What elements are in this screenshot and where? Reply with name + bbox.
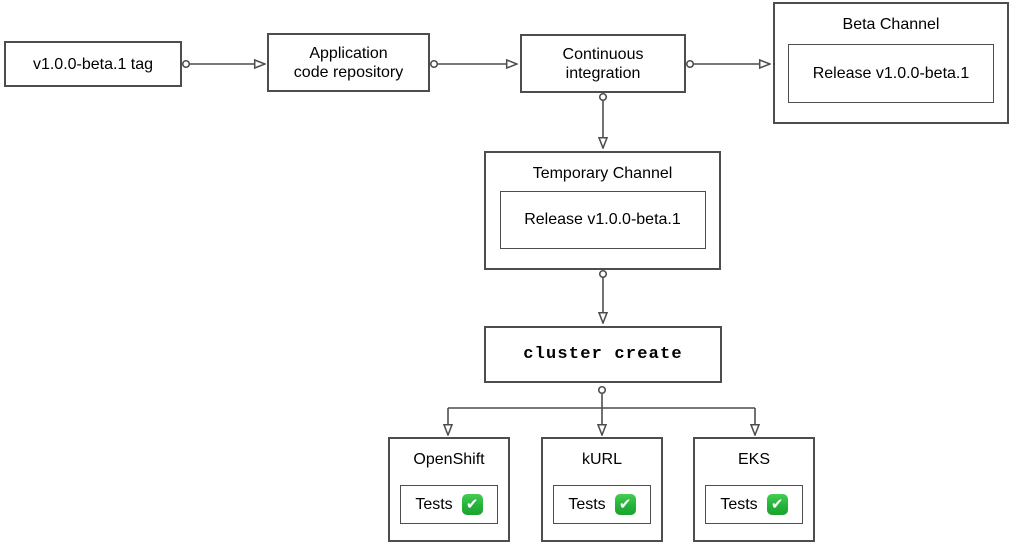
node-openshift-tests: Tests ✔ — [400, 485, 498, 524]
node-continuous-integration-label: Continuous integration — [562, 45, 644, 82]
node-kurl: kURL Tests ✔ — [541, 437, 663, 542]
openshift-title: OpenShift — [413, 451, 485, 468]
openshift-tests-label: Tests — [415, 495, 453, 513]
beta-channel-title: Beta Channel — [842, 16, 940, 33]
temporary-channel-title: Temporary Channel — [532, 165, 673, 182]
node-cluster-create-label: cluster create — [523, 345, 683, 364]
eks-title: EKS — [737, 451, 770, 468]
node-version-tag-label: v1.0.0-beta.1 tag — [32, 55, 154, 73]
kurl-tests-label: Tests — [568, 495, 606, 513]
node-temporary-channel: Temporary Channel Release v1.0.0-beta.1 — [484, 151, 721, 270]
temporary-release-label: Release v1.0.0-beta.1 — [524, 211, 681, 228]
node-continuous-integration: Continuous integration — [520, 34, 686, 93]
node-version-tag: v1.0.0-beta.1 tag — [4, 41, 182, 87]
node-eks: EKS Tests ✔ — [693, 437, 815, 542]
kurl-title: kURL — [581, 451, 622, 468]
eks-tests-label: Tests — [720, 495, 758, 513]
node-beta-channel: Beta Channel Release v1.0.0-beta.1 — [773, 2, 1009, 124]
check-icon: ✔ — [766, 494, 788, 515]
node-app-code-repository: Application code repository — [267, 33, 430, 92]
node-cluster-create: cluster create — [484, 326, 722, 383]
node-eks-tests: Tests ✔ — [705, 485, 803, 524]
node-openshift: OpenShift Tests ✔ — [388, 437, 510, 542]
beta-release-label: Release v1.0.0-beta.1 — [812, 64, 970, 82]
node-beta-release: Release v1.0.0-beta.1 — [788, 44, 994, 103]
node-temporary-release: Release v1.0.0-beta.1 — [499, 191, 706, 249]
check-icon: ✔ — [461, 494, 483, 515]
node-kurl-tests: Tests ✔ — [553, 485, 651, 524]
node-app-code-repository-label: Application code repository — [293, 44, 404, 81]
check-icon: ✔ — [614, 494, 636, 515]
